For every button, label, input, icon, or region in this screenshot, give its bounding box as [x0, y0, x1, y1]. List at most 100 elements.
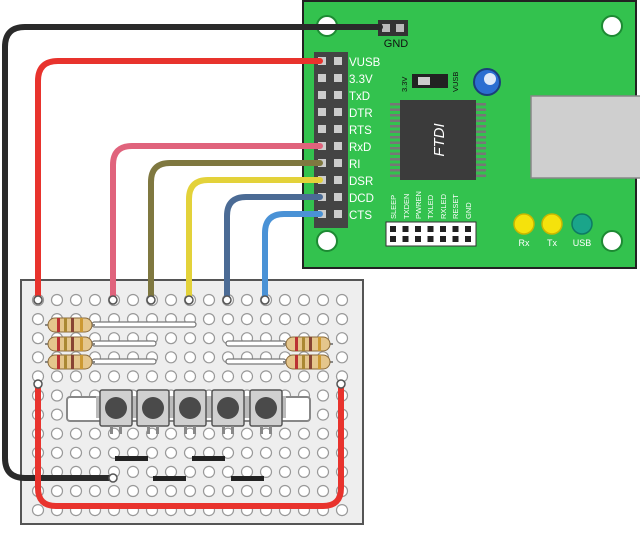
perfboard-hole: [297, 427, 311, 440]
ftdi-board: GND VUSB 3.3V TxD DTR RTS RxD RI DSR DCD…: [302, 0, 640, 269]
perfboard-hole: [221, 484, 235, 498]
jumper-link: [192, 456, 225, 461]
header-label: PWREN: [414, 191, 423, 219]
perfboard-hole: [335, 351, 349, 364]
perfboard-hole: [278, 465, 292, 478]
pin-label: RI: [349, 159, 361, 171]
push-button[interactable]: [133, 389, 173, 434]
header-pin: [334, 210, 342, 218]
perfboard-hole: [316, 389, 330, 402]
perfboard-hole: [259, 484, 273, 498]
perfboard-hole: [259, 446, 273, 459]
header-pin: [402, 236, 409, 242]
perfboard-hole: [126, 370, 140, 383]
header-pin: [318, 125, 326, 133]
perfboard-hole: [335, 504, 349, 517]
push-button[interactable]: [246, 389, 286, 434]
perfboard-hole: [69, 370, 83, 383]
perfboard-hole: [297, 313, 311, 326]
pin-header: [314, 52, 348, 228]
perfboard-hole: [126, 427, 140, 440]
perfboard-hole: [297, 293, 311, 307]
wire-rxd: [110, 143, 323, 303]
perfboard-hole: [145, 484, 159, 498]
wire-ground-loop: [35, 381, 344, 509]
perfboard-hole: [202, 351, 216, 364]
header-pin: [440, 226, 446, 232]
chip-pin: [474, 130, 486, 133]
header-label: TXLED: [426, 194, 435, 219]
perfboard-hole: [202, 313, 216, 326]
pin-label: TxD: [349, 91, 370, 103]
header-pin: [334, 91, 342, 99]
jumper-label-3v3: 3.3V: [400, 77, 409, 92]
capacitor: [473, 68, 501, 96]
chip-pin: [390, 125, 402, 128]
pin-label: DSR: [349, 176, 373, 188]
perfboard-hole: [202, 370, 216, 383]
resistor: [45, 336, 95, 352]
perfboard-hole: [183, 446, 197, 459]
chip-pin: [390, 158, 402, 161]
perfboard-hole: [183, 370, 197, 383]
bus-strip: [225, 340, 287, 347]
perfboard-hole: [88, 427, 102, 440]
chip-pin: [390, 152, 402, 155]
wire-gnd: [2, 24, 383, 481]
led-label: Rx: [519, 238, 530, 248]
perfboard-hole: [297, 484, 311, 498]
perfboard-hole: [164, 351, 178, 364]
chip-pin: [474, 103, 486, 106]
perfboard-hole: [31, 313, 45, 326]
status-leds: Rx Tx USB: [513, 213, 593, 248]
header-pin: [334, 74, 342, 82]
chip-pin: [390, 114, 402, 117]
wires: [2, 24, 383, 509]
header-pin: [452, 226, 459, 232]
bus-strip: [91, 340, 157, 347]
header-pin: [334, 159, 342, 167]
wire-ends: [33, 295, 346, 483]
chip-pin: [390, 108, 402, 111]
perfboard-hole: [31, 504, 45, 517]
perfboard-hole: [107, 446, 121, 459]
perfboard-hole: [164, 427, 178, 440]
chip-pin: [474, 108, 486, 111]
mounting-hole: [316, 230, 338, 252]
chip-pin: [474, 174, 486, 177]
perfboard-hole: [202, 484, 216, 498]
chip-pin: [390, 169, 402, 172]
perfboard-hole: [183, 332, 197, 345]
chip-pin: [474, 125, 486, 128]
resistor: [283, 336, 333, 352]
push-button[interactable]: [170, 389, 210, 434]
perfboard-hole: [316, 446, 330, 459]
perfboard-hole: [126, 293, 140, 307]
perfboard-hole: [278, 370, 292, 383]
ftdi-chip: FTDI: [390, 100, 486, 180]
perfboard-hole: [278, 313, 292, 326]
resistor: [45, 317, 95, 333]
header-pin: [465, 226, 471, 232]
perfboard-hole: [259, 465, 273, 478]
jumper-link: [115, 456, 148, 461]
led-tx: [541, 213, 563, 235]
push-button[interactable]: [208, 389, 248, 434]
usb-connector: [530, 95, 640, 179]
perfboard-hole: [335, 293, 349, 307]
chip-pin: [390, 103, 402, 106]
pin-label: DCD: [349, 193, 374, 205]
perfboard-hole: [278, 293, 292, 307]
resistor: [45, 354, 95, 370]
perfboard-hole: [278, 484, 292, 498]
perfboard-hole: [183, 484, 197, 498]
perfboard-hole: [69, 484, 83, 498]
perfboard-hole: [202, 293, 216, 307]
mounting-hole: [601, 230, 623, 252]
header-pin: [415, 236, 421, 242]
perfboard-hole: [240, 293, 254, 307]
header-pin: [390, 226, 396, 232]
voltage-jumper[interactable]: 3.3V VUSB: [400, 72, 460, 92]
perfboard-hole: [297, 465, 311, 478]
bus-strip: [91, 358, 157, 365]
